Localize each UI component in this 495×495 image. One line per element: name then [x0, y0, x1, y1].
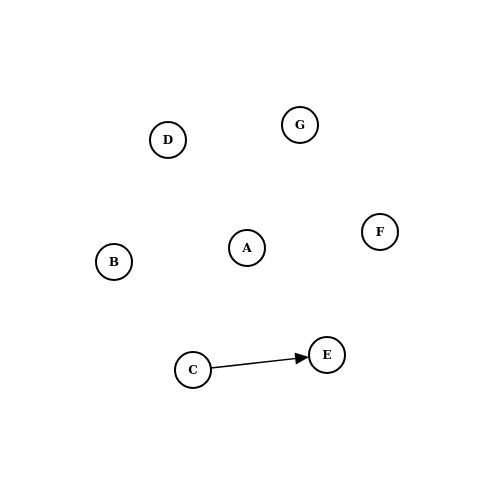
node-label: A	[241, 241, 252, 255]
node-label: D	[163, 133, 173, 147]
edges-layer	[210, 352, 310, 369]
node-D: D	[149, 121, 187, 159]
node-circle	[95, 243, 133, 281]
node-C: C	[174, 351, 212, 389]
edge-line	[210, 357, 296, 369]
node-circle	[174, 351, 212, 389]
node-label: E	[322, 348, 331, 362]
node-label: C	[188, 363, 198, 377]
node-circle	[361, 213, 399, 251]
node-circle	[308, 336, 346, 374]
node-G: G	[281, 106, 319, 144]
node-label: B	[109, 255, 119, 269]
node-E: E	[308, 336, 346, 374]
arrowhead-icon	[294, 352, 310, 365]
nodes-layer: A B C D E F G	[95, 106, 399, 389]
node-circle	[281, 106, 319, 144]
node-circle	[149, 121, 187, 159]
node-label: F	[376, 225, 385, 239]
node-label: G	[295, 118, 305, 132]
node-F: F	[361, 213, 399, 251]
node-B: B	[95, 243, 133, 281]
node-A: A	[228, 229, 266, 267]
node-circle	[228, 229, 266, 267]
edge-C-E	[210, 352, 310, 369]
